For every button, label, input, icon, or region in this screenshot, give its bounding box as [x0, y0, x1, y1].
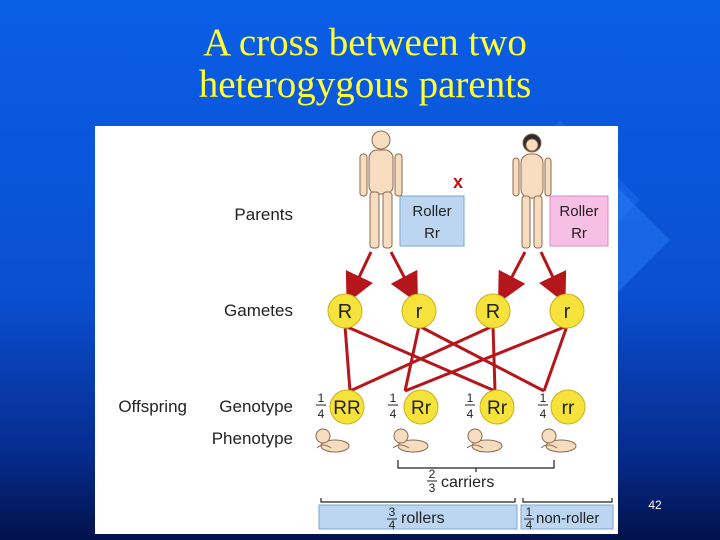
title-line-1: A cross between two — [203, 21, 527, 64]
offspring-genotype: Rr — [487, 398, 508, 419]
offspring-rr: 1 4 rr — [538, 389, 586, 425]
rollers-label: rollers — [401, 510, 445, 527]
non-roller-fraction-numerator: 1 — [526, 505, 533, 519]
male-genotype: Rr — [424, 225, 440, 242]
female-parent-box — [549, 195, 609, 247]
female-phenotype: Roller — [559, 203, 598, 220]
offspring-RR: 1 4 RR — [316, 389, 365, 425]
slide-number: 42 — [648, 498, 662, 512]
fraction-numerator: 1 — [318, 391, 325, 405]
line-R2-to-Rr — [491, 325, 497, 392]
carriers-bracket — [397, 460, 555, 469]
male-phenotype: Roller — [412, 203, 451, 220]
fraction-denominator: 4 — [318, 407, 325, 421]
line-r1-to-rr — [418, 324, 545, 393]
fertilization-lines — [343, 324, 569, 393]
gamete-allele: R — [486, 301, 500, 323]
cross-symbol: x — [453, 172, 463, 192]
non-roller-fraction-denominator: 4 — [526, 518, 533, 532]
rollers-fraction-numerator: 3 — [389, 505, 396, 519]
fraction-numerator: 1 — [390, 391, 397, 405]
non-roller-label: non-roller — [536, 510, 599, 527]
gamete-allele: R — [338, 301, 352, 323]
fraction-denominator: 4 — [540, 407, 547, 421]
arrow-female-to-gamete-2 — [539, 251, 567, 304]
gamete-R-2: R — [475, 293, 511, 329]
gamete-arrows — [345, 251, 567, 304]
gamete-allele: r — [416, 301, 423, 323]
line-r2-to-rr — [542, 325, 569, 392]
gamete-allele: r — [564, 301, 571, 323]
female-genotype: Rr — [571, 225, 587, 242]
line-r1-to-Rr — [403, 325, 421, 392]
baby-icon — [540, 428, 577, 453]
male-parent-box — [399, 195, 465, 247]
rollers-bracket — [320, 498, 516, 503]
carriers-fraction-denominator: 3 — [429, 481, 436, 495]
gamete-r-2: r — [549, 293, 585, 329]
non-roller-bracket — [522, 498, 613, 503]
cross-diagram-svg: Parents Gametes Offspring Genotype Pheno… — [118, 130, 614, 532]
baby-icon — [466, 428, 503, 453]
offspring-genotype: RR — [333, 398, 360, 419]
gamete-r-1: r — [401, 293, 437, 329]
label-genotype: Genotype — [219, 397, 293, 416]
line-R1-to-RR — [343, 325, 352, 392]
carriers-label: carriers — [441, 474, 494, 491]
arrow-male-to-gamete-2 — [389, 251, 418, 304]
fraction-numerator: 1 — [540, 391, 547, 405]
arrow-male-to-gamete-1 — [345, 251, 373, 304]
fraction-denominator: 4 — [467, 407, 474, 421]
line-R2-to-RR — [349, 324, 494, 393]
label-gametes: Gametes — [224, 301, 293, 320]
rollers-fraction-denominator: 4 — [389, 518, 396, 532]
fraction-denominator: 4 — [390, 407, 397, 421]
label-phenotype: Phenotype — [212, 429, 293, 448]
arrow-female-to-gamete-1 — [498, 251, 527, 304]
female-figure-icon — [512, 133, 552, 249]
line-r2-to-Rr — [404, 324, 568, 393]
baby-icon — [392, 428, 429, 453]
baby-icon — [315, 428, 350, 453]
cross-diagram: Parents Gametes Offspring Genotype Pheno… — [95, 126, 618, 534]
rollers-bar — [318, 504, 518, 530]
slide-title: A cross between two heterogygous parents — [95, 22, 635, 106]
label-offspring: Offspring — [118, 397, 187, 416]
carriers-fraction-numerator: 2 — [429, 467, 436, 481]
offspring-genotype: Rr — [411, 398, 432, 419]
fraction-numerator: 1 — [467, 391, 474, 405]
offspring-Rr-2: 1 4 Rr — [465, 389, 515, 425]
gamete-R-1: R — [327, 293, 363, 329]
title-line-2: heterogygous parents — [198, 63, 532, 106]
male-figure-icon — [359, 130, 403, 249]
label-parents: Parents — [234, 205, 293, 224]
offspring-genotype: rr — [562, 398, 575, 419]
offspring-Rr-1: 1 4 Rr — [388, 389, 439, 425]
non-roller-bar — [520, 504, 614, 530]
